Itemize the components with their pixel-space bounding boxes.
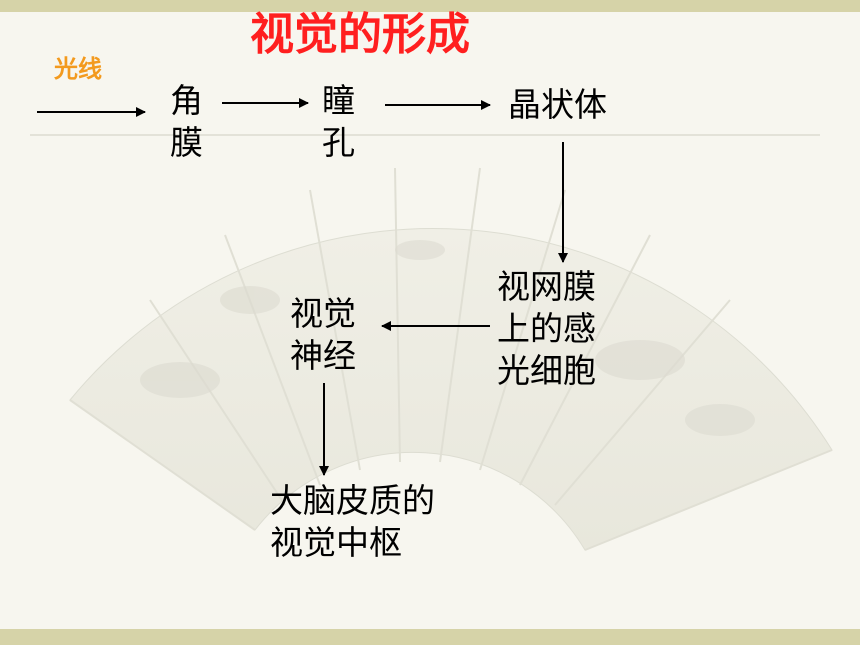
node-cornea: 角 膜 [170, 80, 203, 164]
node-optic-nerve-line-2: 神经 [290, 336, 356, 375]
node-cornea-line-2: 膜 [170, 123, 203, 162]
node-retina-line-1: 视网膜 [497, 267, 596, 306]
node-visual-cortex-line-1: 大脑皮质的 [270, 481, 435, 520]
node-retina-line-2: 上的感 [497, 309, 596, 348]
node-visual-cortex-line-2: 视觉中枢 [270, 523, 402, 562]
light-label: 光线 [54, 55, 102, 83]
top-stripe [0, 0, 860, 12]
node-pupil: 瞳 孔 [322, 80, 355, 164]
node-lens: 晶状体 [508, 85, 607, 124]
node-retina-line-3: 光细胞 [497, 351, 596, 390]
node-retina: 视网膜 上的感 光细胞 [497, 266, 596, 392]
node-pupil-line-1: 瞳 [322, 81, 355, 120]
node-cornea-line-1: 角 [170, 81, 203, 120]
divider-line [30, 134, 820, 136]
node-optic-nerve-line-1: 视觉 [290, 294, 356, 333]
bottom-stripe [0, 629, 860, 645]
node-pupil-line-2: 孔 [322, 123, 355, 162]
node-optic-nerve: 视觉 神经 [290, 293, 356, 377]
node-visual-cortex: 大脑皮质的 视觉中枢 [270, 480, 435, 564]
diagram-title: 视觉的形成 [250, 9, 470, 60]
